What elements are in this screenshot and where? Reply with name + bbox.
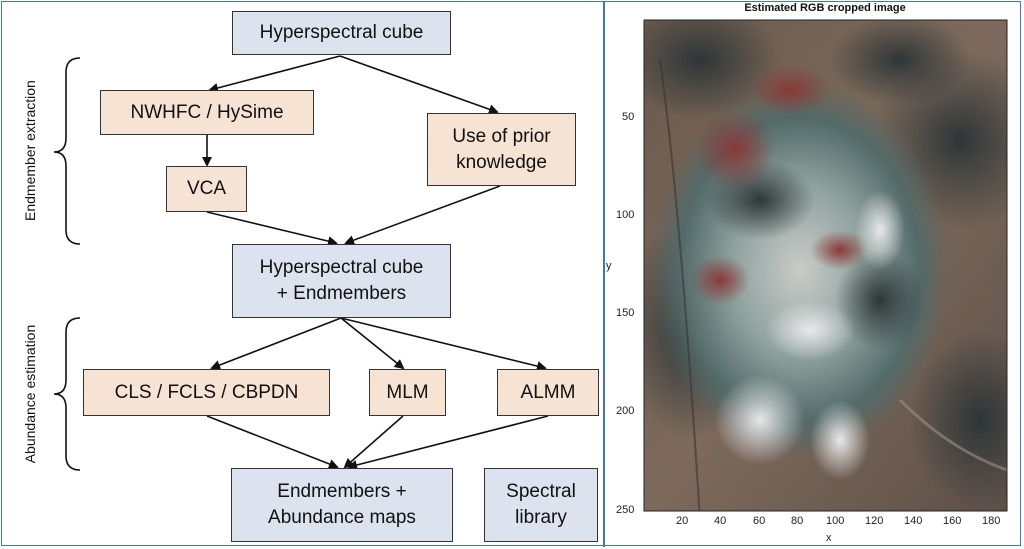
image-title: Estimated RGB cropped image [744,2,906,14]
arrow-cube-em-to-mlm [340,317,405,370]
brace-extraction [53,57,81,245]
arrow-cube-to-prior [339,55,499,115]
y-tick-label: 250 [616,504,635,516]
arrow-mlm-to-outputs [343,415,404,469]
brace-estimation [53,317,81,471]
node-nwhfc-hysime: NWHFC / HySime [100,90,314,135]
node-cube-with-endmembers: Hyperspectral cube + Endmembers [232,244,451,318]
arrow-almm-to-outputs [347,415,549,470]
x-tick-label: 140 [904,515,923,527]
panel-divider [603,1,605,547]
node-mlm: MLM [369,369,446,416]
arrow-vca-to-cube-em [206,211,338,246]
node-prior-knowledge: Use of prior knowledge [427,113,576,186]
node-cls-fcls-cbpdn: CLS / FCLS / CBPDN [83,369,330,416]
arrow-cube-em-to-cls [210,317,342,370]
x-tick-label: 120 [865,515,884,527]
arrow-cube-to-nwhfc [208,55,341,93]
y-tick-label: 200 [616,405,635,417]
x-tick-label: 80 [791,515,804,527]
x-tick-label: 60 [753,515,766,527]
node-almm: ALMM [497,369,599,416]
x-tick-label: 160 [943,515,962,527]
node-spectral-library: Spectral library [484,468,598,542]
arrow-cls-to-outputs [206,415,339,469]
y-tick-label: 150 [616,307,635,319]
y-tick-label: 100 [616,209,635,221]
x-tick-label: 20 [676,515,689,527]
x-tick-label: 180 [982,515,1001,527]
node-vca: VCA [166,166,247,212]
arrow-prior-to-cube-em [344,185,501,245]
x-tick-label: 40 [714,515,727,527]
x-axis-label: x [826,532,832,544]
node-hyperspectral-cube: Hyperspectral cube [232,11,451,55]
x-tick-label: 100 [826,515,845,527]
arrow-cube-em-to-almm [340,317,547,371]
node-endmembers-abundance-maps: Endmembers + Abundance maps [231,468,453,542]
y-tick-label: 50 [622,111,635,123]
axes-box [643,19,1008,512]
y-axis-label: y [606,260,612,272]
